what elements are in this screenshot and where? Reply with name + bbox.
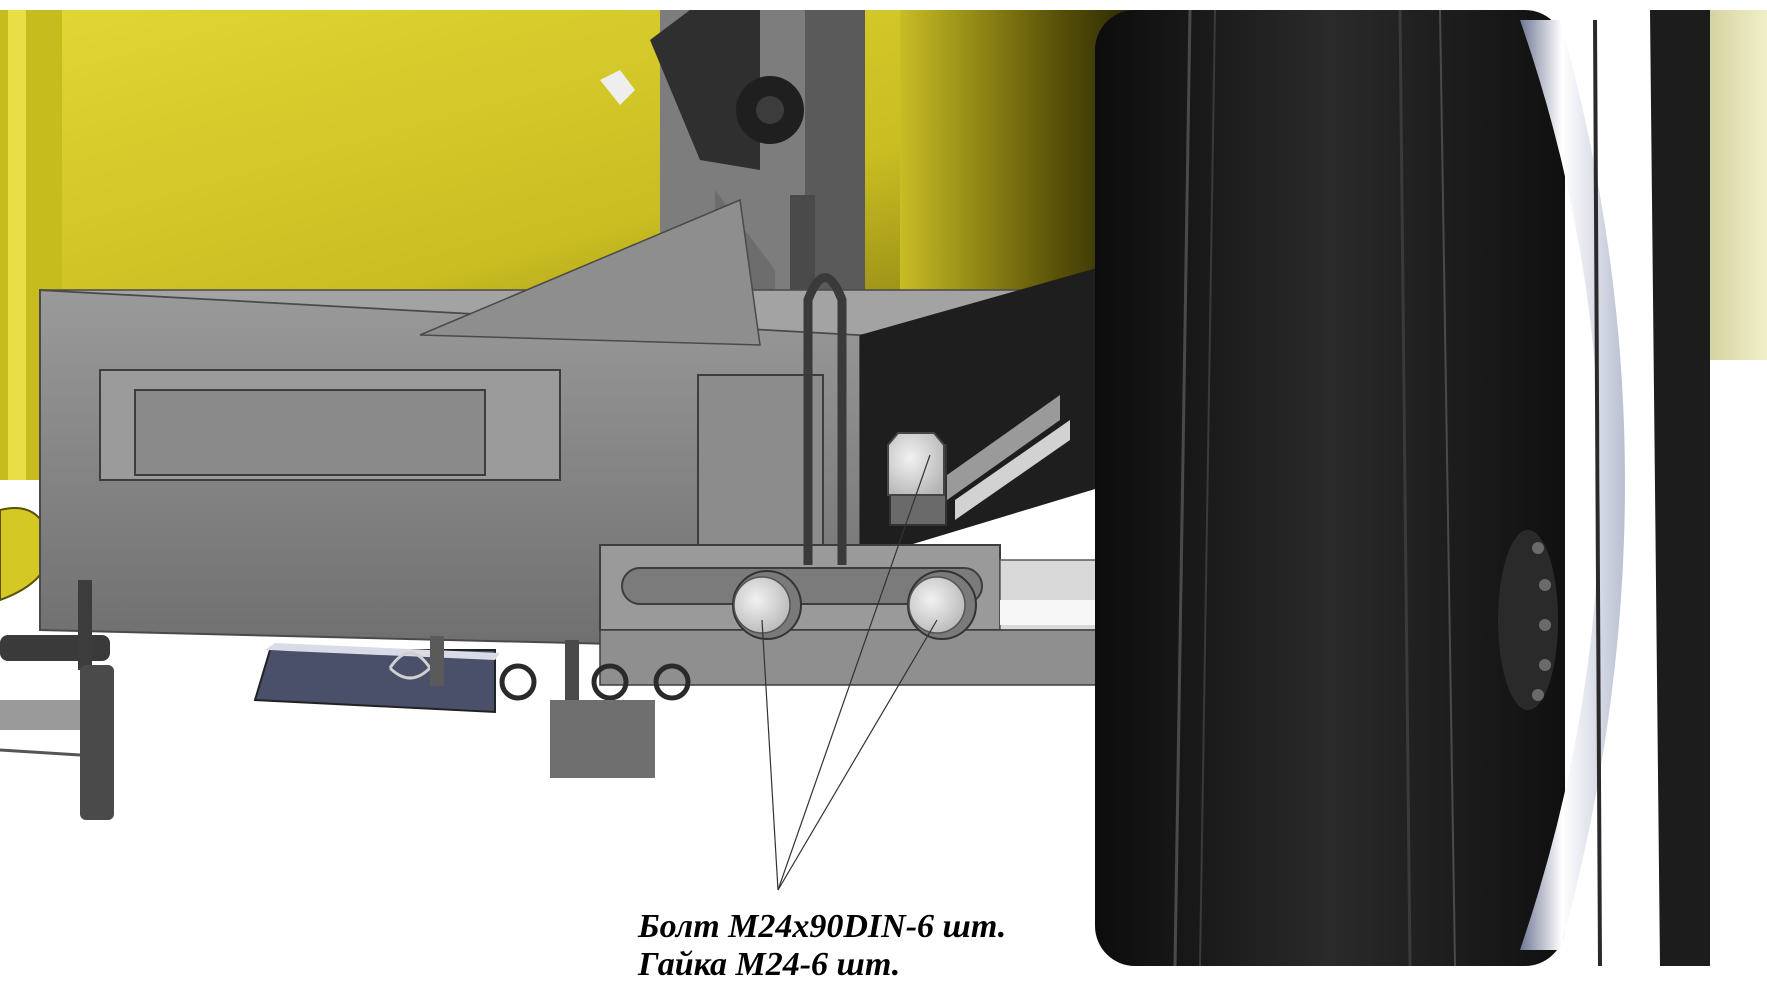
leader-lines — [761, 454, 938, 891]
hitch-pin — [0, 580, 114, 820]
bolt-right — [907, 570, 977, 640]
lower-bracket — [253, 636, 691, 778]
callout-bolt-spec: Болт М24х90DIN-6 шт. — [638, 908, 1007, 945]
frame-beam — [39, 198, 1131, 652]
wheel — [1095, 9, 1710, 966]
side-panel — [1710, 10, 1767, 360]
clamp-plate — [599, 544, 1111, 686]
bolt-left — [732, 570, 802, 640]
callout-nut-spec: Гайка М24-6 шт. — [638, 946, 901, 983]
u-bolt — [803, 273, 847, 565]
bolt-top — [887, 432, 947, 526]
